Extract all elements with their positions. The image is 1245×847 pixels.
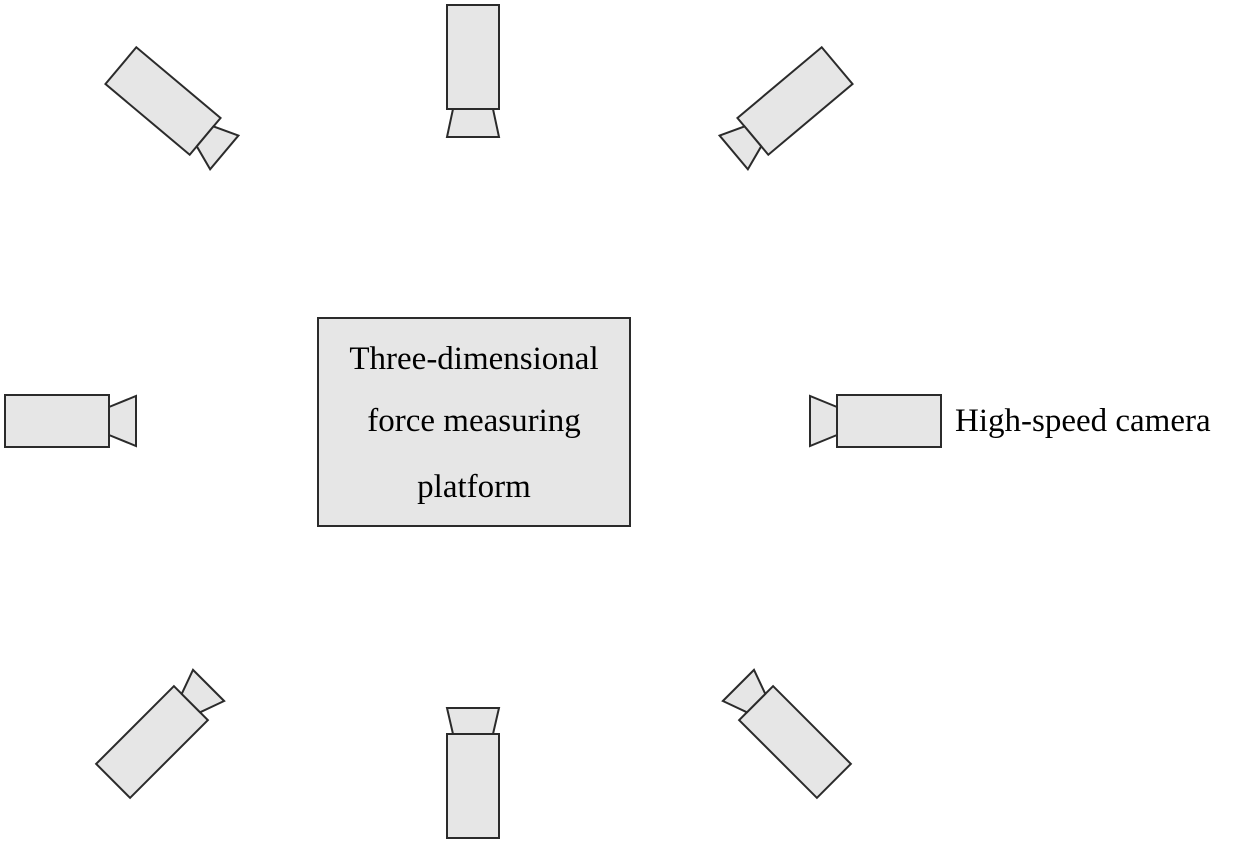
force-platform-box: [317, 317, 631, 527]
camera-bottom: [445, 707, 501, 839]
camera-left: [4, 394, 137, 448]
camera-body: [836, 394, 942, 448]
force-platform: Three-dimensional force measuring platfo…: [317, 317, 631, 527]
camera-body: [446, 4, 500, 110]
camera-label: High-speed camera: [955, 403, 1211, 439]
camera-top-right: [717, 45, 854, 172]
camera-body: [4, 394, 110, 448]
camera-bottom-left: [94, 668, 226, 800]
camera-lens: [809, 394, 838, 448]
platform-label-line-1: Three-dimensional: [349, 341, 598, 377]
camera-icon: [445, 707, 501, 839]
camera-right: [809, 394, 942, 448]
camera-bottom-right: [721, 668, 853, 800]
camera-icon: [721, 668, 853, 800]
platform-label-line-2: force measuring: [367, 403, 581, 439]
platform-label-line-3: platform: [417, 469, 531, 505]
camera-lens: [721, 668, 767, 714]
camera-top: [445, 4, 501, 138]
camera-icon: [809, 394, 942, 448]
camera-lens: [108, 394, 137, 448]
camera-lens: [445, 108, 501, 138]
camera-lens: [180, 668, 226, 714]
camera-lens: [195, 125, 241, 172]
camera-icon: [445, 4, 501, 138]
camera-lens: [717, 125, 763, 172]
camera-icon: [94, 668, 226, 800]
camera-icon: [4, 394, 137, 448]
camera-icon: [104, 45, 241, 172]
camera-top-left: [104, 45, 241, 172]
camera-lens: [445, 707, 501, 735]
camera-icon: [717, 45, 854, 172]
camera-body: [446, 733, 500, 839]
